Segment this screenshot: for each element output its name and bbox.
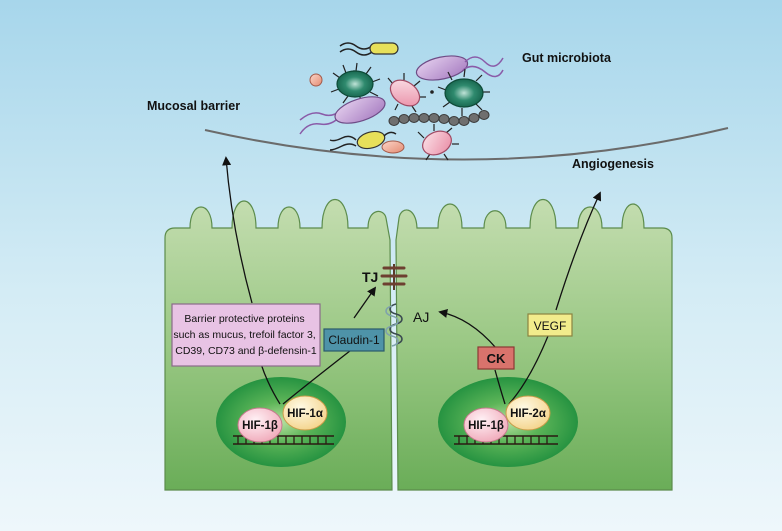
hif-1beta-right-label: HIF-1β	[468, 420, 504, 432]
hif-1alpha-left	[282, 395, 328, 431]
bacterium-pink-bean	[387, 73, 426, 113]
hif-2alpha-right	[505, 395, 551, 431]
hif-1beta-right	[463, 407, 509, 443]
line-hif-to-claudin	[282, 346, 356, 405]
barrier-proteins-box	[171, 303, 321, 367]
claudin-box	[323, 328, 385, 352]
arrow-to-tj	[353, 286, 377, 319]
bacterium-rod-yellow-top	[339, 42, 399, 56]
dot	[430, 90, 434, 94]
claudin-label: Claudin-1	[328, 333, 380, 347]
bacterium-coccus-salmon	[309, 73, 323, 87]
hif-1beta-left-label: HIF-1β	[242, 420, 278, 432]
mucosal-barrier-label: Mucosal barrier	[147, 99, 240, 113]
vegf-label: VEGF	[534, 319, 567, 333]
gut-microbiota-group	[299, 42, 504, 161]
bacterium-purple-lower	[299, 96, 386, 135]
adherens-junction-icon	[385, 303, 403, 347]
aj-label: AJ	[413, 309, 429, 325]
line-hif-to-ck	[494, 369, 506, 405]
bacterium-pink-spiky	[417, 124, 459, 161]
gut-microbiota-label: Gut microbiota	[522, 51, 612, 65]
angiogenesis-label: Angiogenesis	[572, 157, 654, 171]
bacterium-salmon-oval	[381, 140, 405, 154]
hif-2alpha-right-label: HIF-2α	[510, 408, 546, 420]
hif-1beta-left	[237, 407, 283, 443]
arrow-to-aj	[438, 308, 497, 349]
bacterium-rod-yellow-lower	[329, 130, 397, 151]
ck-label: CK	[487, 351, 506, 366]
bacterium-purple-top	[415, 55, 504, 81]
hif-1alpha-left-label: HIF-1α	[287, 408, 323, 420]
tight-junction-icon	[380, 264, 408, 290]
ck-box	[477, 346, 515, 370]
vegf-box	[527, 313, 573, 337]
mucosal-curve	[204, 127, 729, 161]
arrow-to-mucosal-barrier	[222, 156, 253, 304]
arrow-to-angiogenesis	[555, 191, 602, 311]
bacterium-green-spiky-right	[437, 68, 490, 116]
bacterium-chain-grey	[388, 110, 490, 126]
barrier-proteins-text: Barrier protective proteins such as mucu…	[173, 313, 318, 357]
tj-label: TJ	[362, 269, 378, 285]
line-hif-to-vegf	[508, 335, 549, 405]
